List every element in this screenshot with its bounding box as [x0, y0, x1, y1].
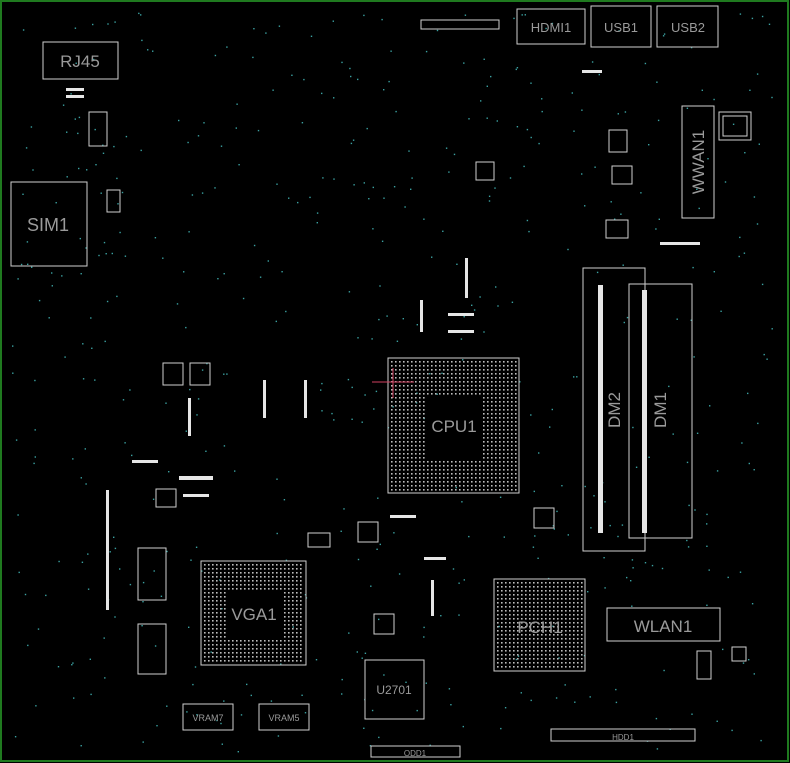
rj45-label: RJ45 [60, 52, 100, 71]
vram-left-lower [137, 623, 167, 675]
gpu-chip: VGA1 [200, 560, 307, 666]
wlan-slot: WLAN1 [606, 607, 747, 680]
cpu-socket: CPU1 [372, 357, 520, 494]
cpu-ball-grid [391, 361, 517, 491]
small-components [106, 70, 633, 616]
wlan-label: WLAN1 [634, 617, 693, 636]
usb1-label: USB1 [604, 20, 638, 35]
usb2-connector: USB2 [656, 5, 719, 48]
top-connector [420, 19, 500, 30]
vram7-chip: VRAM7 [182, 703, 234, 731]
hdmi-label: HDMI1 [531, 20, 571, 35]
hdmi-connector: HDMI1 [516, 8, 586, 45]
wwan-slot: WWAN1 [660, 105, 752, 245]
vram5-chip: VRAM5 [258, 703, 310, 731]
vram7-label: VRAM7 [192, 713, 223, 723]
dimm-slot-dm1: DM1 [628, 283, 693, 539]
odd-label: ODD1 [404, 749, 427, 758]
vram-left-upper [137, 547, 167, 601]
wwan-label: WWAN1 [689, 130, 708, 195]
sim-label: SIM1 [27, 215, 69, 235]
hdd-connector: HDD1 [550, 728, 696, 742]
pch-chip: PCH1 [493, 578, 586, 672]
rj45-connector: RJ45 [42, 41, 119, 98]
cpu-label: CPU1 [431, 417, 476, 436]
u2701-label: U2701 [376, 683, 412, 697]
pch-ball-grid [497, 582, 583, 668]
dm2-label: DM2 [605, 392, 624, 428]
hdd-label: HDD1 [612, 733, 634, 742]
dm1-label: DM1 [651, 392, 670, 428]
u2701-chip: U2701 [364, 613, 425, 720]
sim-slot: SIM1 [10, 111, 121, 267]
pch-label: PCH1 [517, 618, 562, 637]
odd-connector: ODD1 [370, 745, 461, 758]
usb1-connector: USB1 [590, 5, 652, 48]
dimm-slot-dm2: DM2 [582, 267, 646, 552]
vram5-label: VRAM5 [268, 713, 299, 723]
usb2-label: USB2 [671, 20, 705, 35]
vga-label: VGA1 [231, 605, 276, 624]
gpu-ball-grid [204, 564, 302, 662]
